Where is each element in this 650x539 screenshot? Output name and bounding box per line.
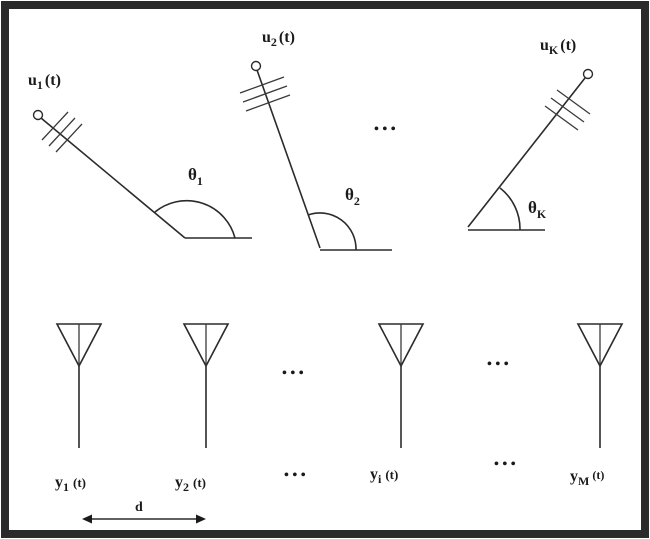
source-k-ray [467,77,586,228]
source-k-angle-arc [499,187,521,231]
sensor-ellipsis-upper-2: • • • [487,357,509,372]
sensor-i-label: yi(t) [370,466,398,486]
antenna-icon [182,323,230,448]
source-2-angle-arc [307,212,357,251]
source-2-ray [256,69,321,249]
arrow-left-icon [82,514,92,524]
sensor-1-label: y1(t) [55,474,86,494]
source-1-angle-label: θ1 [188,165,203,188]
antenna-icon [377,323,425,448]
source-k: uK(t) θK [467,37,594,231]
spacing-indicator: d [82,500,206,524]
sensor-ellipsis-lower-1: • • • [284,468,306,483]
source-1-ray [40,117,186,239]
source-k-angle-label: θK [528,198,547,221]
source-2-angle-label: θ2 [345,185,360,208]
spacing-label: d [135,500,143,515]
sensor-ellipsis-upper-1: • • • [282,366,304,381]
source-2-label: u2(t) [262,29,295,49]
sensor-m: yM(t) [570,323,624,488]
antenna-icon [576,323,624,448]
source-2-emitter-icon [250,60,262,72]
sensor-ellipsis-lower-2: • • • [494,457,516,472]
source-2-wavefront-icon [239,76,291,112]
source-2: u2(t) θ2 [239,29,392,251]
source-k-wavefront-icon [544,89,591,131]
source-k-label: uK(t) [540,37,576,57]
source-1-emitter-icon [32,109,44,121]
source-ellipsis: • • • [374,122,396,137]
sensor-1: y1(t) [55,323,103,494]
arrow-right-icon [196,514,206,524]
source-1-label: u1(t) [28,72,61,92]
sensor-2: y2(t) [175,323,230,494]
source-1: u1(t) θ1 [28,72,252,239]
source-1-wavefront-icon [41,111,83,153]
sensor-2-label: y2(t) [175,474,206,494]
source-1-angle-arc [154,199,236,239]
source-k-emitter-icon [582,68,594,80]
sensor-i: yi(t) [370,323,425,486]
sensor-m-label: yM(t) [570,468,604,488]
antenna-icon [55,323,103,448]
